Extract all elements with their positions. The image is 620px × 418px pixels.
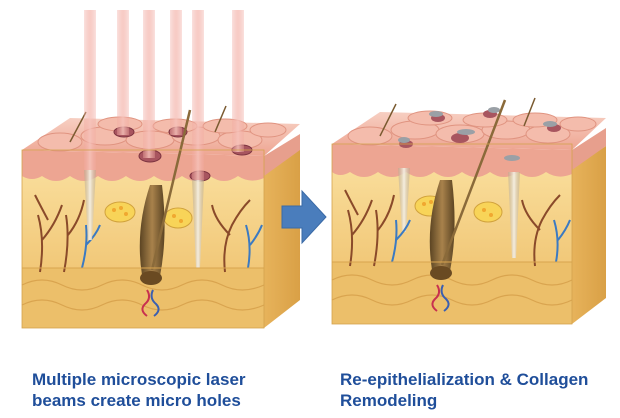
- laser-beam: [84, 10, 96, 170]
- left-caption: Multiple microscopic laser beams create …: [32, 369, 246, 411]
- laser-beam: [143, 10, 155, 158]
- right-healing-spots: [398, 107, 561, 161]
- right-surface-hairs: [379, 97, 536, 137]
- right-caption: Re-epithelialization & Collagen Remodeli…: [340, 369, 588, 411]
- laser-beam: [192, 10, 204, 180]
- left-sebaceous-gland: [104, 201, 193, 229]
- laser-beams: [84, 10, 244, 268]
- laser-beam: [117, 10, 129, 135]
- left-side-epidermis: [264, 134, 300, 176]
- right-hair-follicle: [429, 99, 507, 312]
- laser-beam: [232, 10, 244, 152]
- left-surface-hairs: [69, 105, 227, 143]
- left-caption-line-1: Multiple microscopic laser: [32, 370, 246, 389]
- left-skin-block: [21, 10, 300, 329]
- right-blood-vessels: [344, 189, 571, 267]
- right-healing-channels: [398, 168, 520, 258]
- left-caption-line-2: beams create micro holes: [32, 391, 241, 410]
- laser-beam: [170, 10, 182, 135]
- left-hair-follicle: [139, 109, 192, 317]
- left-side-face: [264, 148, 300, 328]
- right-caption-line-2: Remodeling: [340, 391, 438, 410]
- right-side-epidermis: [572, 128, 606, 170]
- process-arrow-icon: [281, 189, 327, 245]
- right-fat-lobules: [331, 274, 573, 306]
- right-epidermis-layer: [332, 144, 572, 177]
- right-caption-line-1: Re-epithelialization & Collagen: [340, 370, 589, 389]
- right-subcutis-layer: [332, 262, 572, 324]
- left-fat-lobules: [21, 279, 265, 311]
- right-side-face: [572, 146, 606, 324]
- left-blood-vessels: [34, 194, 263, 273]
- right-skin-block: [331, 97, 606, 325]
